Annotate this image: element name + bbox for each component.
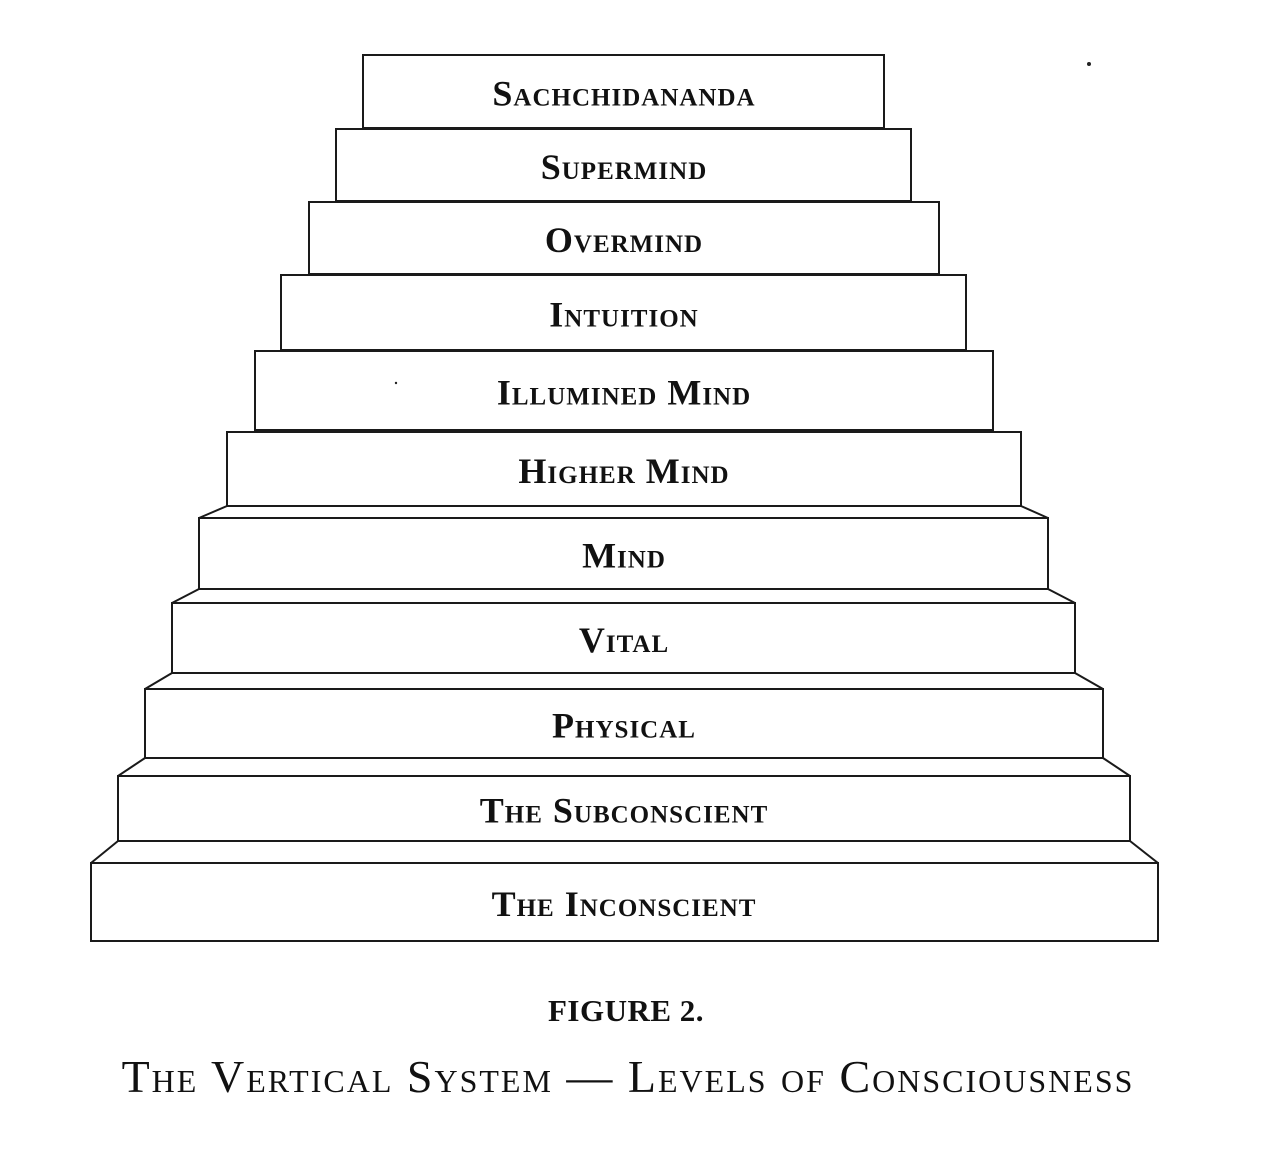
step-box — [198, 517, 1049, 590]
step-2: Supermind — [335, 128, 912, 202]
steps-group: SachchidanandaSupermindOvermindIntuition… — [90, 54, 1159, 942]
step-5: Illumined Mind — [254, 350, 994, 431]
step-1: Sachchidananda — [362, 54, 885, 129]
step-tread — [198, 505, 1049, 519]
scan-speck — [1087, 62, 1091, 66]
step-box — [308, 201, 940, 275]
step-box — [254, 350, 994, 431]
step-label: Mind — [582, 536, 666, 576]
step-box — [90, 862, 1159, 942]
step-box — [117, 775, 1131, 842]
scan-speck — [394, 381, 398, 385]
step-label: Intuition — [549, 295, 698, 335]
step-label: Physical — [552, 706, 696, 746]
step-box — [362, 54, 885, 129]
figure-title: The Vertical System — Levels of Consciou… — [121, 1051, 1135, 1102]
step-6: Higher Mind — [226, 431, 1022, 507]
step-7: Mind — [198, 505, 1049, 590]
step-label: Illumined Mind — [497, 373, 751, 413]
figure-label: FIGURE 2. — [547, 993, 705, 1028]
step-box — [144, 688, 1104, 759]
step-label: Higher Mind — [518, 451, 729, 491]
step-label: Vital — [579, 620, 669, 660]
step-8: Vital — [171, 588, 1076, 674]
step-10: The Subconscient — [117, 757, 1131, 842]
step-label: The Inconscient — [492, 884, 757, 924]
step-4: Intuition — [280, 274, 967, 351]
step-label: Overmind — [545, 220, 703, 260]
step-tread — [144, 672, 1104, 690]
step-11: The Inconscient — [90, 840, 1159, 942]
step-box — [280, 274, 967, 351]
step-label: Supermind — [541, 147, 708, 187]
step-tread — [90, 840, 1159, 864]
step-box — [335, 128, 912, 202]
step-box — [226, 431, 1022, 507]
step-9: Physical — [144, 672, 1104, 759]
step-3: Overmind — [308, 201, 940, 275]
step-tread — [171, 588, 1076, 604]
step-label: Sachchidananda — [492, 74, 755, 114]
step-box — [171, 602, 1076, 674]
step-label: The Subconscient — [480, 791, 769, 831]
step-tread — [117, 757, 1131, 777]
